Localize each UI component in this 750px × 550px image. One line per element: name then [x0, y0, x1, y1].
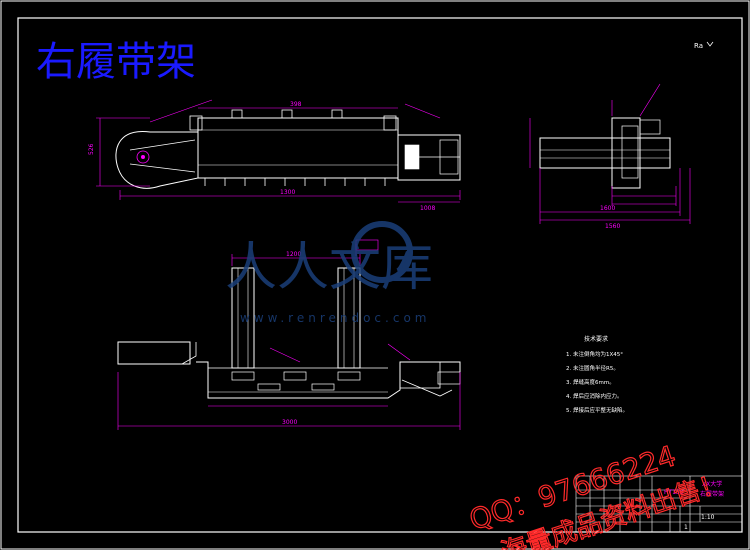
tech-req-item-5: 5. 焊接后应平整无缺陷。	[566, 406, 628, 414]
front-view: 3000 1200	[117, 239, 461, 430]
title-block-scale: 1:10	[701, 514, 715, 521]
title-block-material: HT150	[664, 489, 684, 496]
watermark-url: www.renrendoc.com	[240, 311, 430, 325]
dim-side-inner: 1600	[600, 205, 615, 212]
drawing-title: 右履带架	[36, 39, 196, 85]
top-view: 526 1300 398 1008	[88, 99, 461, 212]
dim-front-upright-span: 1200	[286, 251, 301, 258]
roughness-symbol-icon	[706, 41, 714, 47]
technical-requirements: 技术要求 1. 未注倒角均为1X45° 2. 未注圆角半径R5。 3. 焊缝高度…	[566, 335, 628, 414]
dim-front-length: 3000	[282, 419, 297, 426]
dim-side-overall: 1560	[605, 223, 620, 230]
side-view: 1600 1560	[529, 83, 691, 230]
title-block	[575, 475, 743, 533]
tech-req-item-1: 1. 未注倒角均为1X45°	[566, 350, 623, 358]
title-block-part-name: 右履带架	[700, 490, 724, 498]
corner-mark: Ra	[694, 42, 703, 50]
title-block-sheet: 1	[684, 524, 688, 531]
tech-req-item-2: 2. 未注圆角半径R5。	[566, 364, 619, 372]
dim-top-end: 1008	[420, 205, 435, 212]
tech-req-item-4: 4. 焊后应消除内应力。	[566, 392, 623, 400]
dim-top-height: 526	[88, 143, 95, 155]
tech-req-heading: 技术要求	[584, 335, 608, 343]
watermark-brand: 人人文库	[225, 238, 433, 298]
renrendoc-watermark: 人人文库 www.renrendoc.com	[225, 221, 433, 325]
drawing-frame	[17, 17, 743, 533]
dim-top-length: 1300	[280, 189, 295, 196]
dim-top-span: 398	[290, 101, 302, 108]
title-block-school: XX大学	[702, 480, 722, 488]
tech-req-item-3: 3. 焊缝高度6mm。	[566, 378, 615, 386]
